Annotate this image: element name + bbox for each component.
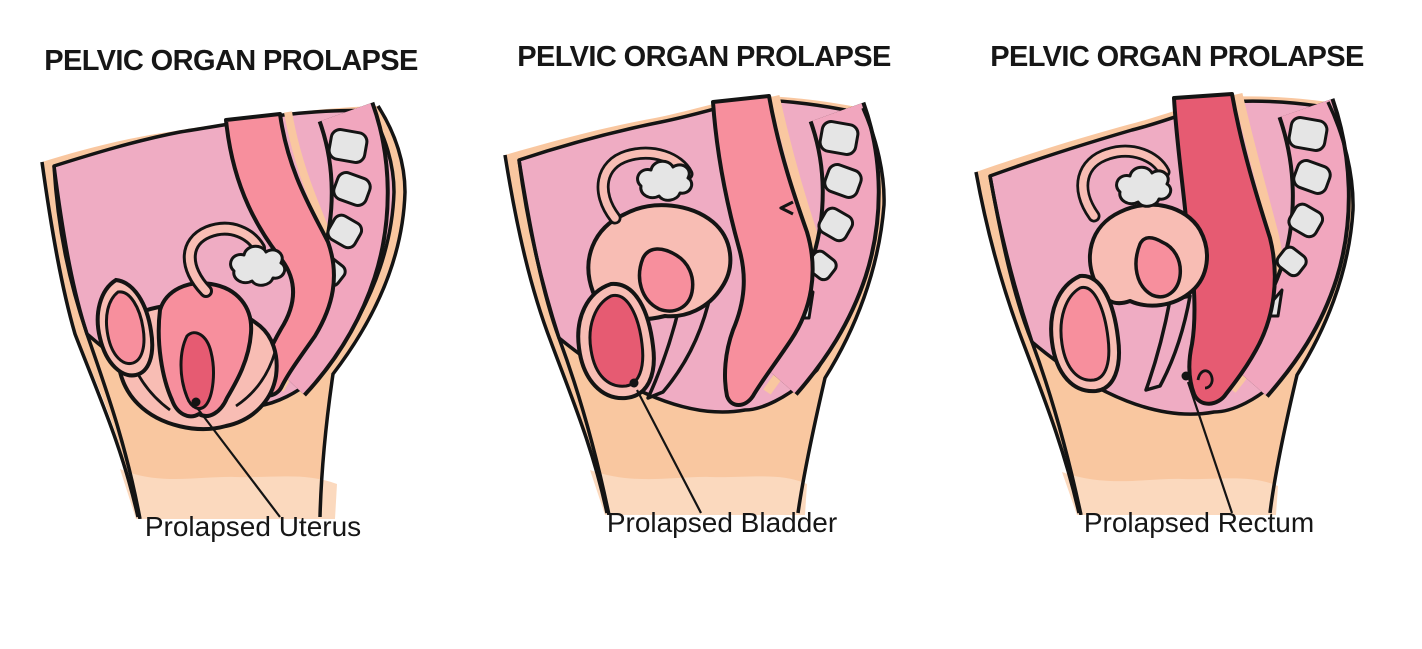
vertebrae-group bbox=[1236, 115, 1332, 352]
left-body-outline bbox=[503, 154, 609, 514]
perineum-skin-strip bbox=[120, 468, 337, 519]
panel-title: PELVIC ORGAN PROLAPSE bbox=[517, 41, 891, 73]
panel-caption: Prolapsed Rectum bbox=[1083, 506, 1315, 538]
right-body-outline bbox=[1268, 101, 1355, 514]
right-body-outline bbox=[318, 104, 407, 517]
sacrum-band bbox=[1226, 99, 1347, 396]
pelvis-diagram-uterus bbox=[40, 101, 407, 519]
perineum-skin-strip bbox=[590, 469, 807, 515]
abdominal-wall-line bbox=[52, 165, 142, 519]
panel-prolapsed-bladder: PELVIC ORGAN PROLAPSE bbox=[495, 36, 925, 539]
pointer-line bbox=[636, 389, 702, 514]
uterine-canal bbox=[637, 247, 695, 313]
abdominal-wall-line bbox=[988, 175, 1083, 515]
rectum bbox=[711, 93, 815, 407]
vertebra bbox=[818, 119, 860, 156]
vertebra bbox=[1275, 245, 1308, 278]
fallopian-tube bbox=[599, 149, 691, 222]
rectal-fold-line bbox=[1196, 369, 1214, 390]
pointer-dot bbox=[191, 397, 201, 407]
pointer-line bbox=[197, 408, 281, 518]
right-body-outline bbox=[796, 107, 886, 514]
panel-prolapsed-uterus: PELVIC ORGAN PROLAPSE bbox=[30, 40, 460, 543]
vertebra bbox=[1287, 115, 1329, 152]
abdominal-wall-line bbox=[517, 159, 611, 515]
cervical-canal bbox=[179, 331, 215, 410]
ovary bbox=[636, 159, 694, 202]
ovary bbox=[1115, 165, 1173, 208]
uterine-canal bbox=[1134, 235, 1183, 299]
pointer-dot bbox=[1181, 371, 1191, 381]
perineum-skin-strip bbox=[1062, 471, 1278, 515]
panel-caption: Prolapsed Bladder bbox=[606, 506, 838, 538]
vertebra bbox=[1292, 158, 1332, 195]
prolapsed-bladder bbox=[588, 293, 645, 388]
bladder bbox=[104, 290, 146, 365]
panel-title: PELVIC ORGAN PROLAPSE bbox=[990, 41, 1364, 73]
panel-caption: Prolapsed Uterus bbox=[144, 510, 362, 542]
fallopian-tube bbox=[185, 224, 263, 295]
ovary bbox=[229, 244, 287, 287]
vertebra bbox=[326, 213, 364, 250]
vertebra bbox=[823, 162, 863, 199]
vagina bbox=[646, 290, 713, 400]
vertebra bbox=[327, 127, 369, 164]
pelvic-floor-line bbox=[235, 351, 277, 408]
pelvis-diagram-rectum bbox=[974, 91, 1355, 515]
pointer-dot bbox=[629, 378, 639, 388]
panel-title: PELVIC ORGAN PROLAPSE bbox=[44, 45, 418, 77]
pelvis-diagram-bladder bbox=[503, 93, 886, 515]
vagina bbox=[1144, 294, 1192, 392]
sacrum-band bbox=[755, 103, 877, 394]
vertebra bbox=[332, 170, 372, 207]
left-body-outline bbox=[974, 171, 1081, 514]
left-body-outline bbox=[40, 161, 140, 518]
vertebra bbox=[1287, 202, 1325, 239]
bladder bbox=[1059, 285, 1111, 382]
panel-prolapsed-rectum: PELVIC ORGAN PROLAPSE bbox=[962, 36, 1392, 539]
fallopian-tube bbox=[1079, 147, 1168, 220]
pointer-line bbox=[1186, 381, 1234, 514]
rectum-crease-mark bbox=[779, 200, 794, 216]
vertebra bbox=[817, 206, 855, 243]
